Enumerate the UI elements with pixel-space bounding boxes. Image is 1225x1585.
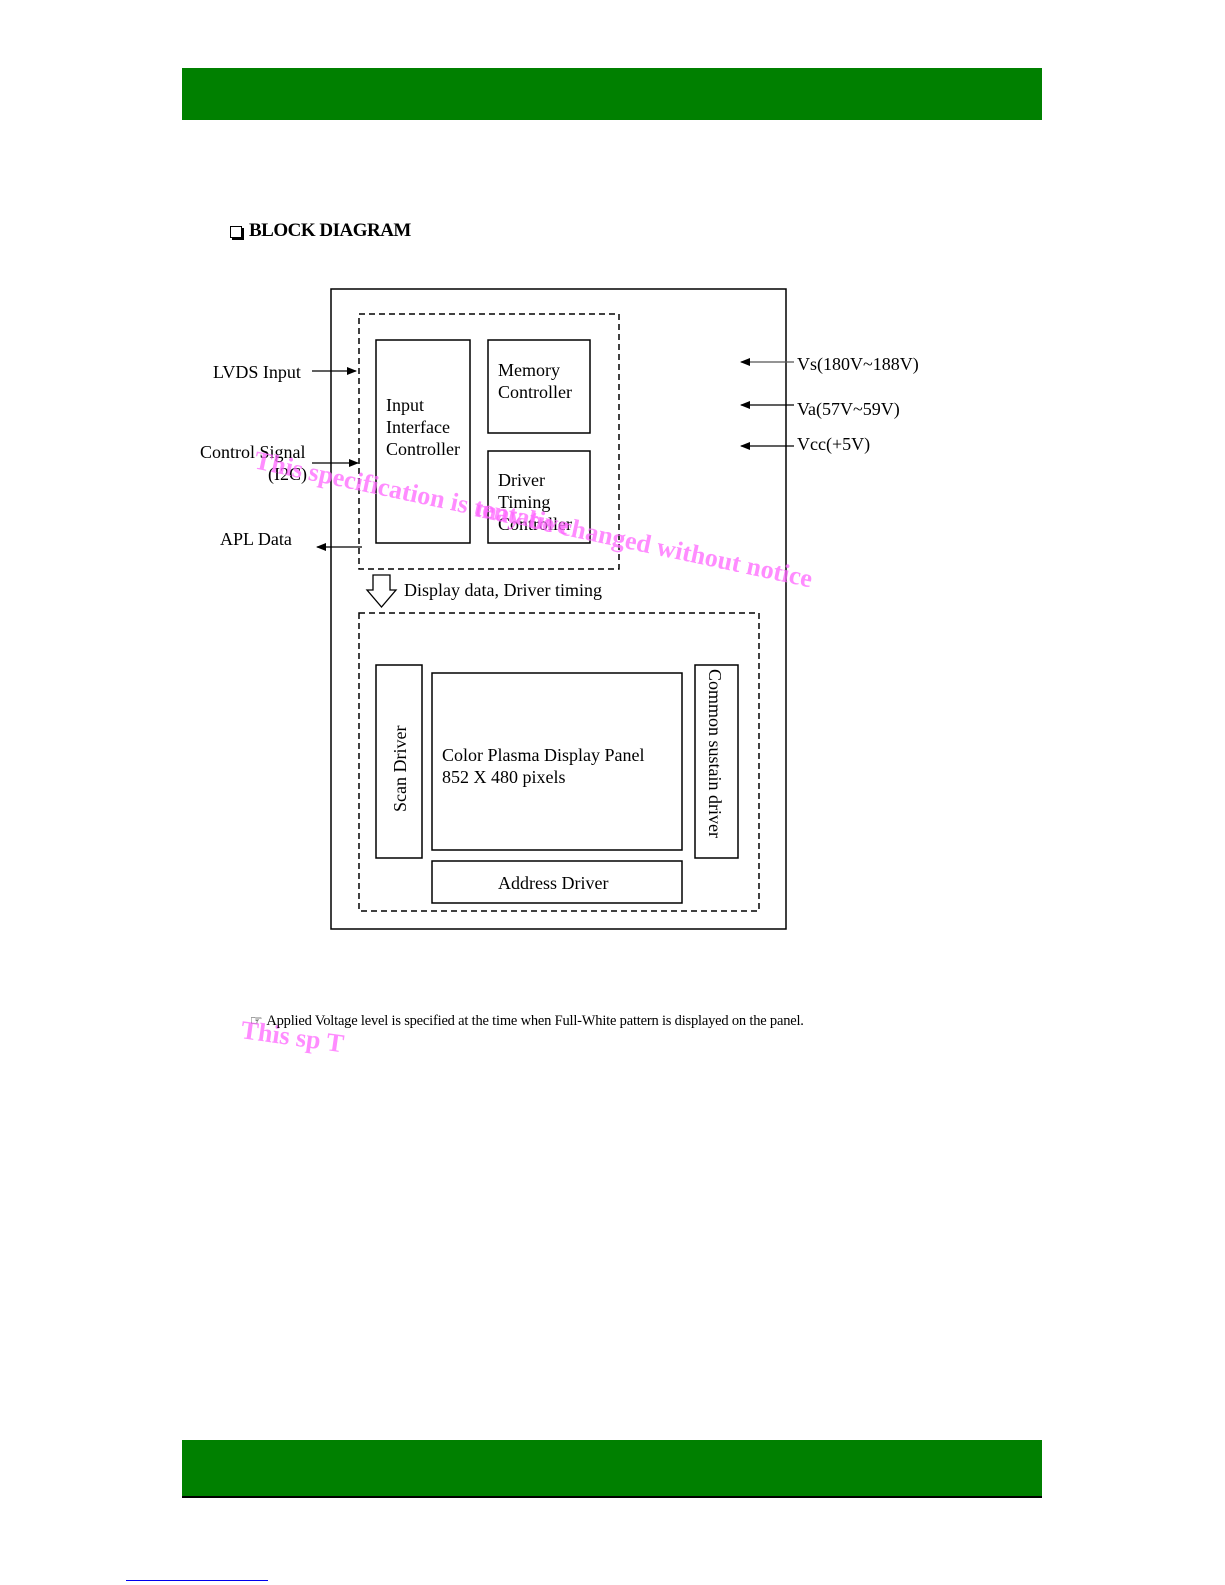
display-panel-label-line2: 852 X 480 pixels bbox=[442, 767, 566, 787]
display-panel-box bbox=[431, 672, 683, 851]
voltage-note: ☞ Applied Voltage level is specified at … bbox=[250, 1013, 804, 1030]
vcc-label: Vcc(+5V) bbox=[797, 434, 870, 455]
section-heading-label: BLOCK DIAGRAM bbox=[249, 220, 411, 241]
vs-label: Vs(180V~188V) bbox=[797, 354, 919, 375]
display-data-arrow bbox=[365, 574, 398, 609]
input-interface-label-line3: Controller bbox=[386, 439, 460, 459]
va-label: Va(57V~59V) bbox=[797, 399, 900, 420]
footer-band bbox=[182, 1440, 1042, 1496]
driver-timing-label-line3: Controller bbox=[498, 514, 572, 534]
driver-timing-label-line1: Driver bbox=[498, 470, 545, 490]
section-heading: BLOCK DIAGRAM bbox=[230, 220, 411, 242]
driver-timing-label-line2: Timing bbox=[498, 492, 550, 512]
driver-timing-controller-box bbox=[487, 450, 591, 544]
memory-controller-label-line1: Memory bbox=[498, 360, 560, 380]
scan-driver-label: Scan Driver bbox=[390, 726, 410, 812]
display-data-label: Display data, Driver timing bbox=[404, 580, 602, 600]
scan-driver-box bbox=[375, 664, 423, 859]
checkbox-bullet-icon bbox=[230, 225, 242, 238]
address-driver-label: Address Driver bbox=[498, 873, 608, 893]
memory-controller-box bbox=[487, 339, 591, 434]
display-panel-label-line1: Color Plasma Display Panel bbox=[442, 745, 644, 765]
footer-rule bbox=[182, 1496, 1042, 1498]
input-interface-label-line2: Interface bbox=[386, 417, 450, 437]
footer-link-underline bbox=[126, 1580, 268, 1581]
controller-group bbox=[358, 313, 620, 570]
common-sustain-driver-label: Common sustain driver bbox=[705, 669, 725, 838]
input-interface-controller-box bbox=[375, 339, 471, 544]
header-band bbox=[182, 68, 1042, 120]
address-driver-box bbox=[431, 860, 683, 904]
module-frame bbox=[330, 288, 787, 930]
voltage-note-text: Applied Voltage level is specified at th… bbox=[266, 1013, 804, 1029]
lvds-input-label: LVDS Input bbox=[213, 362, 301, 382]
input-interface-label-line1: Input bbox=[386, 395, 424, 415]
control-signal-label: Control Signal bbox=[200, 442, 306, 462]
common-sustain-driver-box bbox=[694, 664, 739, 859]
apl-data-label: APL Data bbox=[220, 529, 292, 549]
panel-group bbox=[358, 612, 760, 912]
memory-controller-label-line2: Controller bbox=[498, 382, 572, 402]
control-signal-label-i2c: (I2C) bbox=[268, 464, 307, 485]
pointing-hand-icon: ☞ bbox=[250, 1014, 263, 1029]
